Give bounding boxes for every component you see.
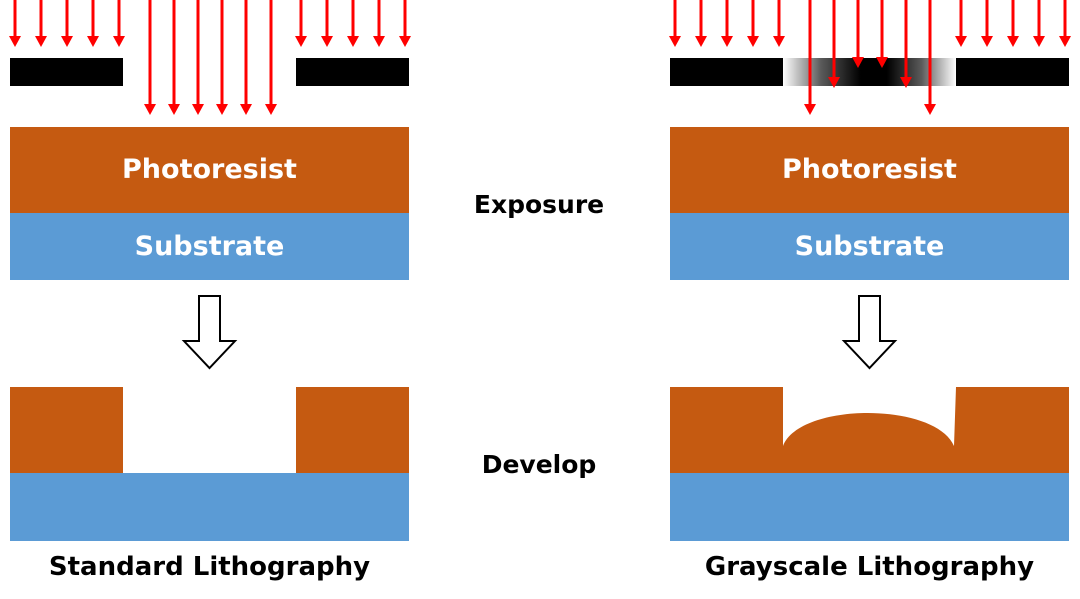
red-down-arrow-icon	[240, 0, 252, 115]
red-down-arrow-icon	[804, 0, 816, 115]
grayscale-developed-substrate	[670, 473, 1069, 541]
red-down-arrow-icon	[955, 0, 967, 47]
red-down-arrow-icon	[168, 0, 180, 115]
red-down-arrow-icon	[924, 0, 936, 115]
standard-mask-left	[10, 58, 123, 86]
red-down-arrow-icon	[900, 0, 912, 88]
grayscale-caption: Grayscale Lithography	[705, 552, 1034, 582]
red-down-arrow-icon	[1007, 0, 1019, 47]
red-down-arrow-icon	[399, 0, 411, 47]
red-down-arrow-icon	[321, 0, 333, 47]
exposure-label: Exposure	[474, 190, 604, 219]
standard-developed-resist-right	[296, 387, 409, 473]
grayscale-substrate-label: Substrate	[795, 231, 945, 262]
red-down-arrow-icon	[192, 0, 204, 115]
red-down-arrow-icon	[373, 0, 385, 47]
red-down-arrow-icon	[981, 0, 993, 47]
standard-photoresist-label: Photoresist	[122, 154, 297, 185]
red-down-arrow-icon	[61, 0, 73, 47]
red-down-arrow-icon	[828, 0, 840, 88]
red-down-arrow-icon	[9, 0, 21, 47]
standard-developed-substrate	[10, 473, 409, 541]
red-down-arrow-icon	[695, 0, 707, 47]
red-down-arrow-icon	[216, 0, 228, 115]
red-down-arrow-icon	[876, 0, 888, 68]
grayscale-mask-right	[956, 58, 1069, 86]
red-down-arrow-icon	[347, 0, 359, 47]
red-down-arrow-icon	[773, 0, 785, 47]
grayscale-substrate-layer	[670, 213, 1069, 280]
standard-light-arrows	[9, 0, 411, 115]
grayscale-light-arrows	[669, 0, 1071, 115]
grayscale-photoresist-layer	[670, 127, 1069, 213]
red-down-arrow-icon	[852, 0, 864, 68]
standard-caption: Standard Lithography	[49, 552, 370, 582]
red-down-arrow-icon	[1059, 0, 1071, 47]
standard-substrate-label: Substrate	[135, 231, 285, 262]
red-down-arrow-icon	[747, 0, 759, 47]
red-down-arrow-icon	[721, 0, 733, 47]
standard-process-arrow-icon	[181, 295, 238, 370]
red-down-arrow-icon	[295, 0, 307, 47]
grayscale-mask-left	[670, 58, 783, 86]
grayscale-process-arrow-icon	[841, 295, 898, 370]
develop-label: Develop	[482, 450, 597, 479]
standard-mask-right	[296, 58, 409, 86]
red-down-arrow-icon	[144, 0, 156, 115]
standard-substrate-layer	[10, 213, 409, 280]
grayscale-developed-resist	[670, 387, 1069, 473]
standard-developed-resist-left	[10, 387, 123, 473]
red-down-arrow-icon	[669, 0, 681, 47]
standard-photoresist-layer	[10, 127, 409, 213]
grayscale-photoresist-label: Photoresist	[782, 154, 957, 185]
red-down-arrow-icon	[1033, 0, 1045, 47]
grayscale-mask-gradient	[783, 58, 956, 86]
red-down-arrow-icon	[35, 0, 47, 47]
red-down-arrow-icon	[113, 0, 125, 47]
red-down-arrow-icon	[265, 0, 277, 115]
red-down-arrow-icon	[87, 0, 99, 47]
